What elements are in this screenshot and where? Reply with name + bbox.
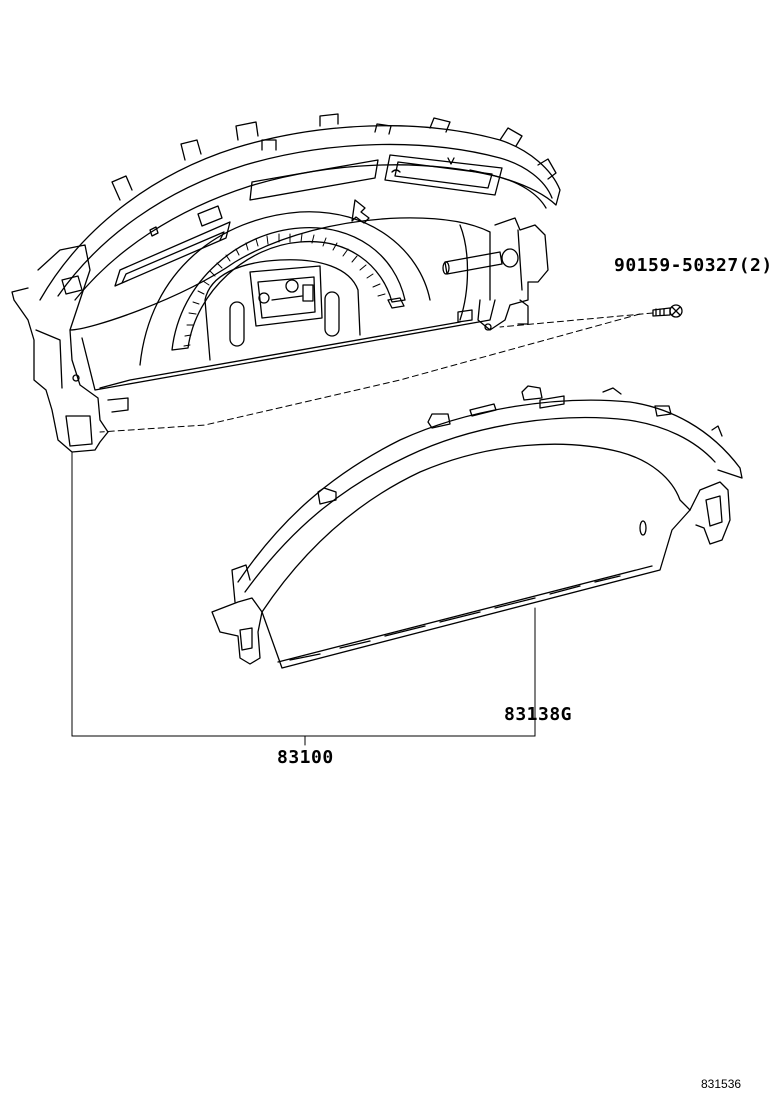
leader-lines [72,313,653,745]
speedometer-ticks [184,234,385,346]
glass-part-number: 83138G [504,704,573,725]
screw-part-number: 90159-50327(2) [614,255,773,276]
screw-part [653,305,682,317]
meter-glass-part [212,386,742,668]
figure-number: 831536 [701,1077,742,1091]
assembly-part-number: 83100 [277,747,334,768]
combination-meter-body [12,114,560,452]
exploded-view-drawing [0,0,760,1112]
